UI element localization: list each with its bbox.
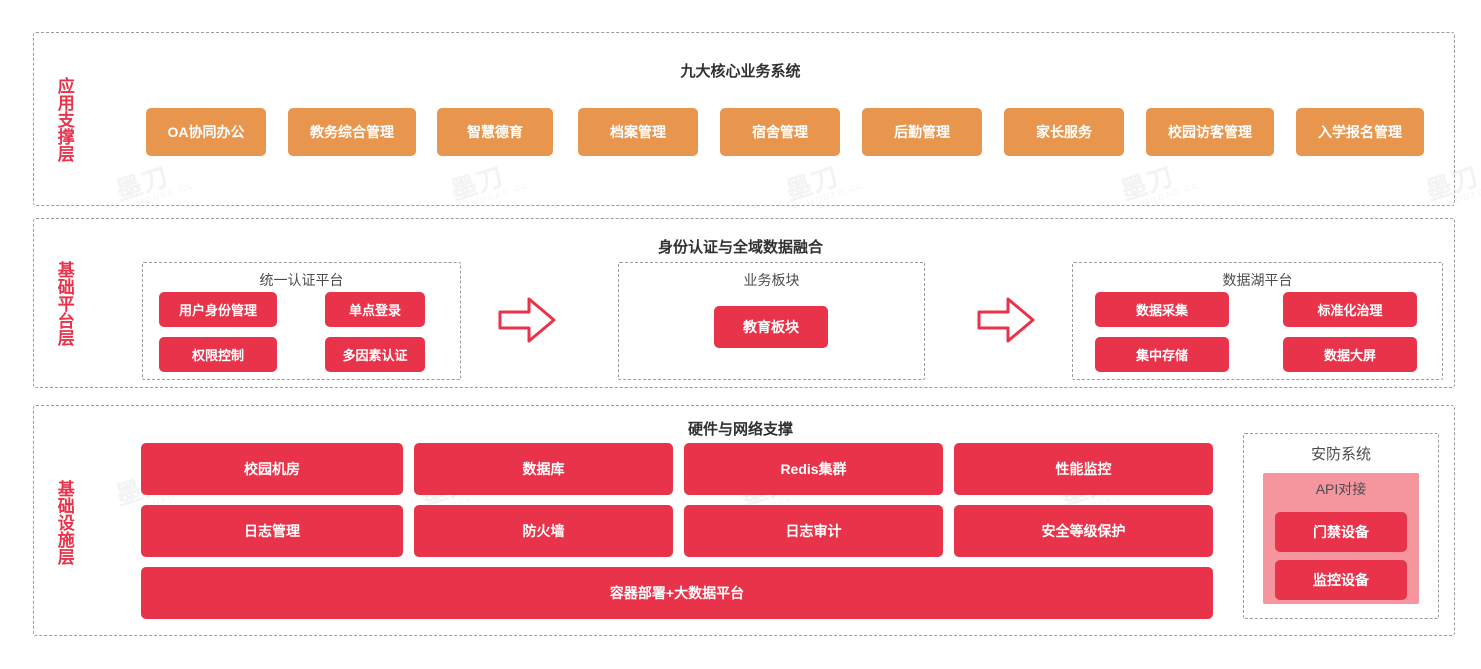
panel-title-security-system: 安防系统 <box>1310 446 1371 463</box>
infra-box-database[interactable]: 数据库 <box>414 443 673 495</box>
infra-box-log-audit[interactable]: 日志审计 <box>684 505 943 557</box>
infra-box-firewall[interactable]: 防火墙 <box>414 505 673 557</box>
infra-box-security-grading[interactable]: 安全等级保护 <box>954 505 1213 557</box>
datalake-box-central-storage[interactable]: 集中存储 <box>1095 337 1229 372</box>
auth-box-access-control[interactable]: 权限控制 <box>159 337 277 372</box>
panel-business-sector: 业务板块 <box>618 262 925 380</box>
panel-title-data-lake: 数据湖平台 <box>1222 272 1293 288</box>
app-box-archive[interactable]: 档案管理 <box>578 108 698 156</box>
layer-basic-platform <box>33 218 1455 388</box>
datalake-box-governance[interactable]: 标准化治理 <box>1283 292 1417 327</box>
app-box-parent-service[interactable]: 家长服务 <box>1004 108 1124 156</box>
layer-infrastructure <box>33 405 1455 636</box>
layer-label-application: 应用支撑层 <box>54 76 74 162</box>
panel-title-business-sector: 业务板块 <box>743 272 800 288</box>
app-box-dormitory[interactable]: 宿舍管理 <box>720 108 840 156</box>
layer-application-support <box>33 32 1455 206</box>
app-box-visitor[interactable]: 校园访客管理 <box>1146 108 1274 156</box>
panel-title-unified-auth: 统一认证平台 <box>259 272 344 288</box>
auth-box-mfa[interactable]: 多因素认证 <box>325 337 425 372</box>
section-title-platform: 身份认证与全域数据融合 <box>657 239 823 256</box>
app-box-enrollment[interactable]: 入学报名管理 <box>1296 108 1424 156</box>
security-box-access-control-device[interactable]: 门禁设备 <box>1275 512 1407 552</box>
api-integration-label: API对接 <box>1315 481 1367 497</box>
app-box-logistics[interactable]: 后勤管理 <box>862 108 982 156</box>
arrow-business-to-datalake-icon <box>975 294 1037 346</box>
arrow-auth-to-business-icon <box>496 294 558 346</box>
app-box-academic[interactable]: 教务综合管理 <box>288 108 416 156</box>
business-box-education[interactable]: 教育板块 <box>714 306 828 348</box>
layer-label-infrastructure: 基础设施层 <box>54 479 74 565</box>
infra-box-container-bigdata[interactable]: 容器部署+大数据平台 <box>141 567 1213 619</box>
datalake-box-dashboard[interactable]: 数据大屏 <box>1283 337 1417 372</box>
panel-unified-auth: 统一认证平台 <box>142 262 461 380</box>
layer-label-platform: 基础平台层 <box>54 260 74 346</box>
infra-box-log-management[interactable]: 日志管理 <box>141 505 403 557</box>
security-box-surveillance-device[interactable]: 监控设备 <box>1275 560 1407 600</box>
app-box-oa[interactable]: OA协同办公 <box>146 108 266 156</box>
section-title-application: 九大核心业务系统 <box>680 63 801 80</box>
datalake-box-collection[interactable]: 数据采集 <box>1095 292 1229 327</box>
panel-data-lake: 数据湖平台 <box>1072 262 1443 380</box>
auth-box-sso[interactable]: 单点登录 <box>325 292 425 327</box>
infra-box-campus-server-room[interactable]: 校园机房 <box>141 443 403 495</box>
section-title-infrastructure: 硬件与网络支撑 <box>687 421 793 438</box>
infra-box-redis-cluster[interactable]: Redis集群 <box>684 443 943 495</box>
infra-box-performance-monitor[interactable]: 性能监控 <box>954 443 1213 495</box>
auth-box-user-identity[interactable]: 用户身份管理 <box>159 292 277 327</box>
app-box-moral-education[interactable]: 智慧德育 <box>437 108 553 156</box>
